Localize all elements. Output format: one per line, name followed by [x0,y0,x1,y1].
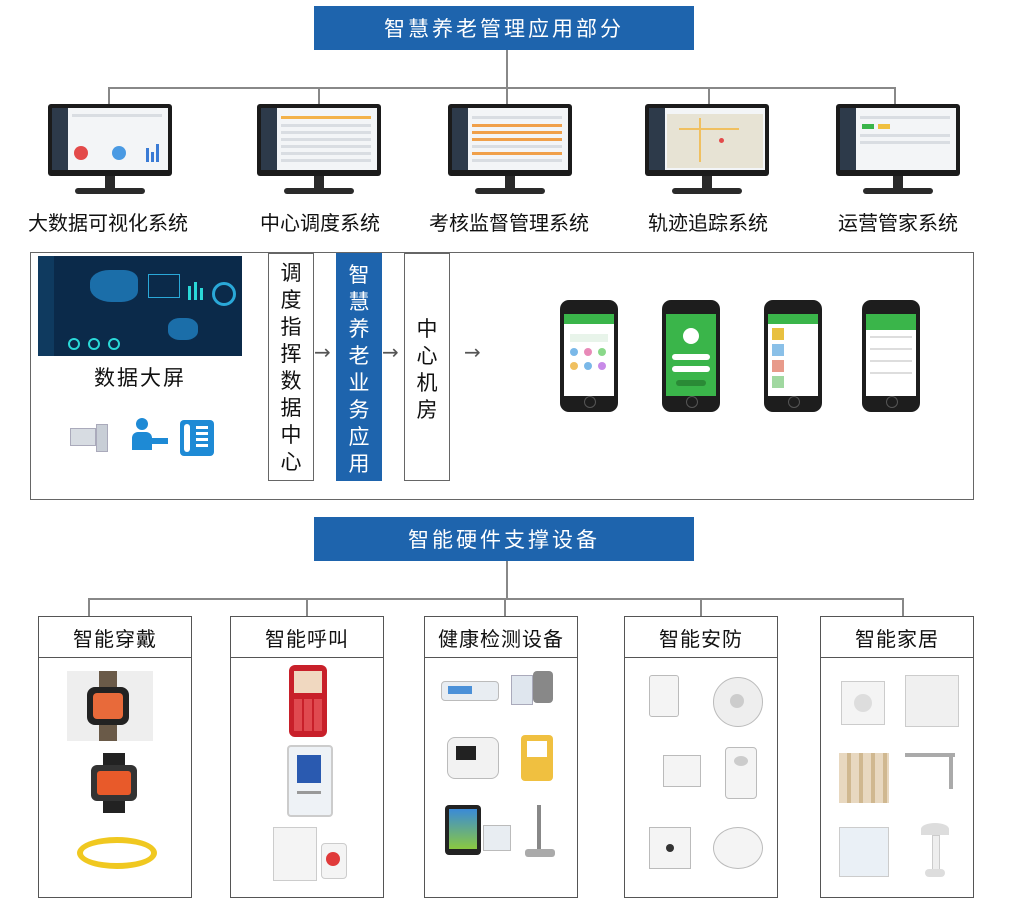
panic-switch-icon [649,827,691,869]
phone-app-login [662,300,720,412]
arrow-icon: → [382,340,399,364]
connector [108,87,896,89]
system-label: 运营管家系统 [838,211,958,235]
hardware-security: 智能安防 [624,616,778,898]
smoke-detector-icon [713,677,763,727]
connector [108,87,110,105]
touch-panel-icon [839,827,889,877]
phone-app-list [764,300,822,412]
glucose-meter-icon [511,671,557,707]
hardware-call: 智能呼叫 [230,616,384,898]
arrow-icon: → [464,340,481,364]
height-scale-icon [525,805,555,857]
hardware-title: 健康检测设备 [425,617,577,658]
system-label: 大数据可视化系统 [28,211,188,235]
dispatch-center-box [268,253,314,481]
curtain-icon [839,753,889,803]
smart-lamp-icon [921,823,949,879]
system-label: 中心调度系统 [260,211,380,235]
connector [306,598,308,616]
hardware-banner: 智能硬件支撑设备 [314,517,694,561]
hardware-health: 健康检测设备 [424,616,578,898]
connector [318,87,320,105]
connector [88,598,904,600]
connector [506,561,508,599]
tablet-device-icon [445,805,481,855]
smartwatch-icon [67,671,153,741]
connector [504,598,506,616]
arrow-icon: → [314,340,331,364]
system-label: 考核监督管理系统 [429,211,589,235]
curtain-rail-icon [905,753,955,793]
data-screen-label: 数据大屏 [94,366,186,390]
hardware-wearable: 智能穿戴 [38,616,192,898]
business-app-text: 智慧养老业务应用 [348,263,370,476]
ecg-monitor-icon [447,737,499,779]
data-screen [38,256,242,356]
middle-section [30,252,974,500]
smartwatch-icon [83,753,147,813]
monitor-assessment [448,104,572,194]
hardware-title: 智能安防 [625,617,777,658]
monitor-tracking [645,104,769,194]
computer-icon [70,424,108,452]
blood-pressure-icon [441,681,499,701]
connector [506,87,508,105]
id-card-icon [287,745,333,817]
hardware-title: 智能家居 [821,617,973,658]
hardware-smart-home: 智能家居 [820,616,974,898]
monitor-dispatch [257,104,381,194]
gateway-icon [713,827,763,869]
server-room-box [404,253,450,481]
phone-app-home [560,300,618,412]
smart-hub-icon [841,681,885,725]
motion-sensor-icon [725,747,757,799]
connector [894,87,896,105]
connector [88,598,90,616]
business-app-box [336,253,382,481]
telephone-icon [180,420,214,456]
phone-app-profile [862,300,920,412]
top-banner: 智慧养老管理应用部分 [314,6,694,50]
gas-detector-icon [649,675,679,717]
hardware-title: 智能穿戴 [39,617,191,658]
connector [700,598,702,616]
operator-icon [132,418,168,454]
body-scale-icon [483,825,511,851]
water-sensor-icon [663,755,701,787]
wall-switch-icon [905,675,959,727]
thermometer-icon [521,735,553,781]
connector [506,50,508,88]
connector [708,87,710,105]
connector [902,598,904,616]
server-room-text: 中心机房 [416,317,438,422]
monitor-visualization [48,104,172,194]
sos-button-icon [321,843,347,879]
hardware-title: 智能呼叫 [231,617,383,658]
dispatch-center-text: 调度指挥数据中心 [280,261,302,474]
senior-phone-icon [289,665,327,737]
system-label: 轨迹追踪系统 [648,211,768,235]
wristband-icon [77,837,157,869]
call-button-icon [273,827,317,881]
monitor-operations [836,104,960,194]
